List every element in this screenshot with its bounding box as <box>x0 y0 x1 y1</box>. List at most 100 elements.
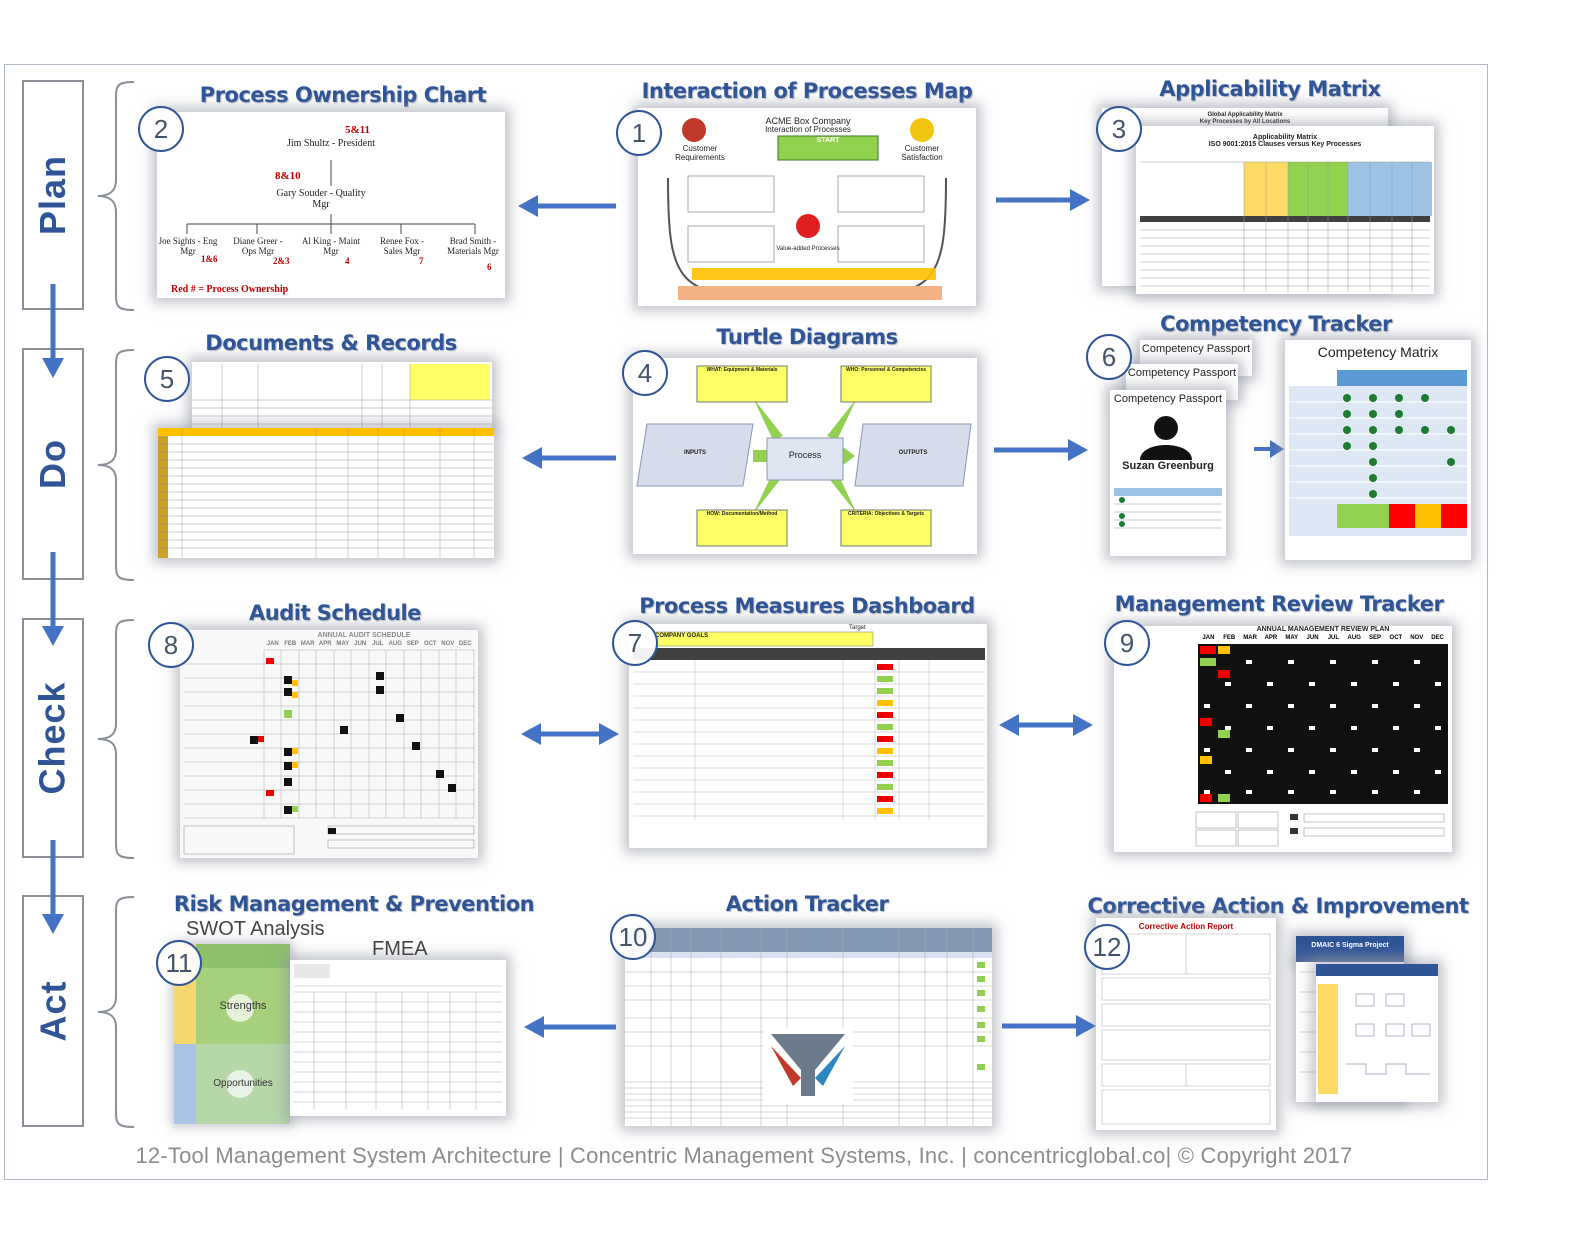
start-box: START <box>816 137 840 144</box>
report-title: Corrective Action Report <box>1138 922 1234 931</box>
right-arrow <box>996 189 1090 211</box>
manager-box: Brad Smith - Materials Mgr <box>447 236 499 256</box>
turtle-inputs: INPUTS <box>683 450 706 456</box>
left-arrow <box>524 1016 616 1038</box>
right-arrow <box>1254 440 1284 458</box>
turtle-criteria: CRITERIA: Objectives & Targets <box>847 511 925 517</box>
tool-title: Documents & Records <box>205 331 457 355</box>
process-ownership-chart: Jim Shultz - President 5&11 Gary Souder … <box>157 112 505 298</box>
tool-title: Applicability Matrix <box>1159 77 1381 101</box>
manager-box: Joe Sights - Eng Mgr <box>158 236 218 256</box>
tool-title: Competency Tracker <box>1160 312 1392 336</box>
tool-number-badge: 6 <box>1086 334 1132 380</box>
phase-down-arrow <box>42 552 64 646</box>
owner-tag: 8&10 <box>275 170 301 182</box>
interaction-of-processes-map: ACME Box Company Interaction of Processe… <box>638 108 976 306</box>
owner-tag: 6 <box>487 262 492 272</box>
double-arrow <box>521 723 619 745</box>
turtle-outputs: OUTPUTS <box>898 450 928 456</box>
map-subtitle: Interaction of Processes <box>765 125 851 134</box>
tool-title: Corrective Action & Improvement <box>1087 894 1469 918</box>
right-arrow <box>994 439 1088 461</box>
phase-do: Do <box>22 348 84 580</box>
left-arrow <box>518 195 616 217</box>
owner-tag: 4 <box>345 256 350 266</box>
audit-schedule: ANNUAL AUDIT SCHEDULE JAN FEB MAR APR MA… <box>180 630 478 858</box>
matrix-title: Competency Matrix <box>1317 344 1439 360</box>
matrix-heading: Key Processes by All Locations <box>1199 119 1291 125</box>
dashboard-target: Target <box>849 625 866 631</box>
matrix-heading: Applicability Matrix <box>1252 134 1318 141</box>
fmea-sheet <box>290 960 506 1116</box>
tool-title: Action Tracker <box>725 892 889 916</box>
quality-manager-box: Gary Souder - Quality Mgr <box>276 188 366 210</box>
process-measures-dashboard: COMPANY GOALS Target <box>629 624 987 848</box>
architecture-frame <box>4 64 1488 1180</box>
turtle-who: WHO: Personnel & Competencies <box>845 367 926 373</box>
dmaic-title: DMAIC 6 Sigma Project <box>1311 942 1389 949</box>
turtle-diagram: Process INPUTS OUTPUTS WHAT: Equipment &… <box>633 358 977 554</box>
passport-title: Competency Passport <box>1141 343 1251 355</box>
plan-brace <box>97 81 135 311</box>
fmea-label: FMEA <box>372 938 428 960</box>
tool-title: Process Measures Dashboard <box>639 594 975 618</box>
manager-box: Al King - Maint Mgr <box>301 236 361 256</box>
tool-number-badge: 7 <box>612 620 658 666</box>
customer-requirements-label: Customer Requirements <box>675 144 725 162</box>
tool-number-badge: 5 <box>144 356 190 402</box>
owner-tag: 7 <box>419 256 424 266</box>
passport-title: Competency Passport <box>1127 367 1237 379</box>
phase-check: Check <box>22 618 84 858</box>
turtle-what: WHAT: Equipment & Materials <box>706 367 778 373</box>
value-stream-map <box>1316 964 1438 1102</box>
president-box: Jim Shultz - President <box>286 138 376 149</box>
tool-number-badge: 3 <box>1096 106 1142 152</box>
tool-number-badge: 1 <box>616 110 662 156</box>
phase-down-arrow <box>42 284 64 378</box>
documents-master-list <box>192 362 492 428</box>
footer-caption: 12-Tool Management System Architecture |… <box>135 1143 1353 1168</box>
company-name: ACME Box Company <box>765 116 851 126</box>
tool-title: Audit Schedule <box>249 601 421 625</box>
act-brace <box>97 896 135 1128</box>
management-review-tracker: ANNUAL MANAGEMENT REVIEW PLAN JAN FEB MA… <box>1114 626 1452 852</box>
right-arrow <box>1002 1015 1096 1037</box>
dashboard-goal: COMPANY GOALS <box>655 633 709 639</box>
tool-number-badge: 4 <box>622 350 668 396</box>
owner-tag: 1&6 <box>201 254 218 264</box>
check-brace <box>97 619 135 859</box>
applicability-matrix: Applicability Matrix ISO 9001:2015 Claus… <box>1136 126 1434 294</box>
customer-satisfaction-label: Customer Satisfaction <box>901 144 943 162</box>
passport-title: Competency Passport <box>1113 393 1223 405</box>
tool-number-badge: 10 <box>610 914 656 960</box>
owner-tag: 2&3 <box>273 256 290 266</box>
swot-strengths: Strengths <box>219 1000 267 1012</box>
owner-tag: 5&11 <box>345 124 371 136</box>
tool-title: Process Ownership Chart <box>199 83 487 107</box>
turtle-how: HOW: Documentation/Method <box>706 511 778 517</box>
matrix-heading: Global Applicability Matrix <box>1207 112 1283 118</box>
double-arrow <box>999 714 1093 736</box>
matrix-heading: ISO 9001:2015 Clauses versus Key Process… <box>1208 141 1362 148</box>
ownership-legend: Red # = Process Ownership <box>171 284 289 295</box>
competency-passport: Competency Passport Suzan Greenburg <box>1110 390 1226 556</box>
swot-opportunities: Opportunities <box>213 1078 273 1089</box>
tool-number-badge: 2 <box>138 106 184 152</box>
tool-number-badge: 11 <box>156 940 202 986</box>
turtle-process: Process <box>788 450 822 460</box>
manager-box: Renee Fox - Sales Mgr <box>380 236 424 256</box>
value-added-label: Value-added Processes <box>776 246 840 252</box>
review-month-header: JAN FEB MAR APR MAY JUN JUL AUG SEP OCT … <box>1202 635 1444 641</box>
phase-plan: Plan <box>22 80 84 310</box>
swot-label: SWOT Analysis <box>186 918 325 940</box>
tool-title: Risk Management & Prevention <box>173 892 535 916</box>
tool-number-badge: 8 <box>148 622 194 668</box>
tool-number-badge: 12 <box>1084 924 1130 970</box>
passport-person: Suzan Greenburg <box>1122 460 1214 472</box>
left-arrow <box>522 447 616 469</box>
tool-title: Interaction of Processes Map <box>641 79 973 103</box>
competency-matrix: Competency Matrix <box>1285 340 1471 560</box>
action-tracker <box>625 928 992 1126</box>
tool-title: Turtle Diagrams <box>716 325 898 349</box>
dmaic-project-header: DMAIC 6 Sigma Project <box>1296 936 1404 962</box>
